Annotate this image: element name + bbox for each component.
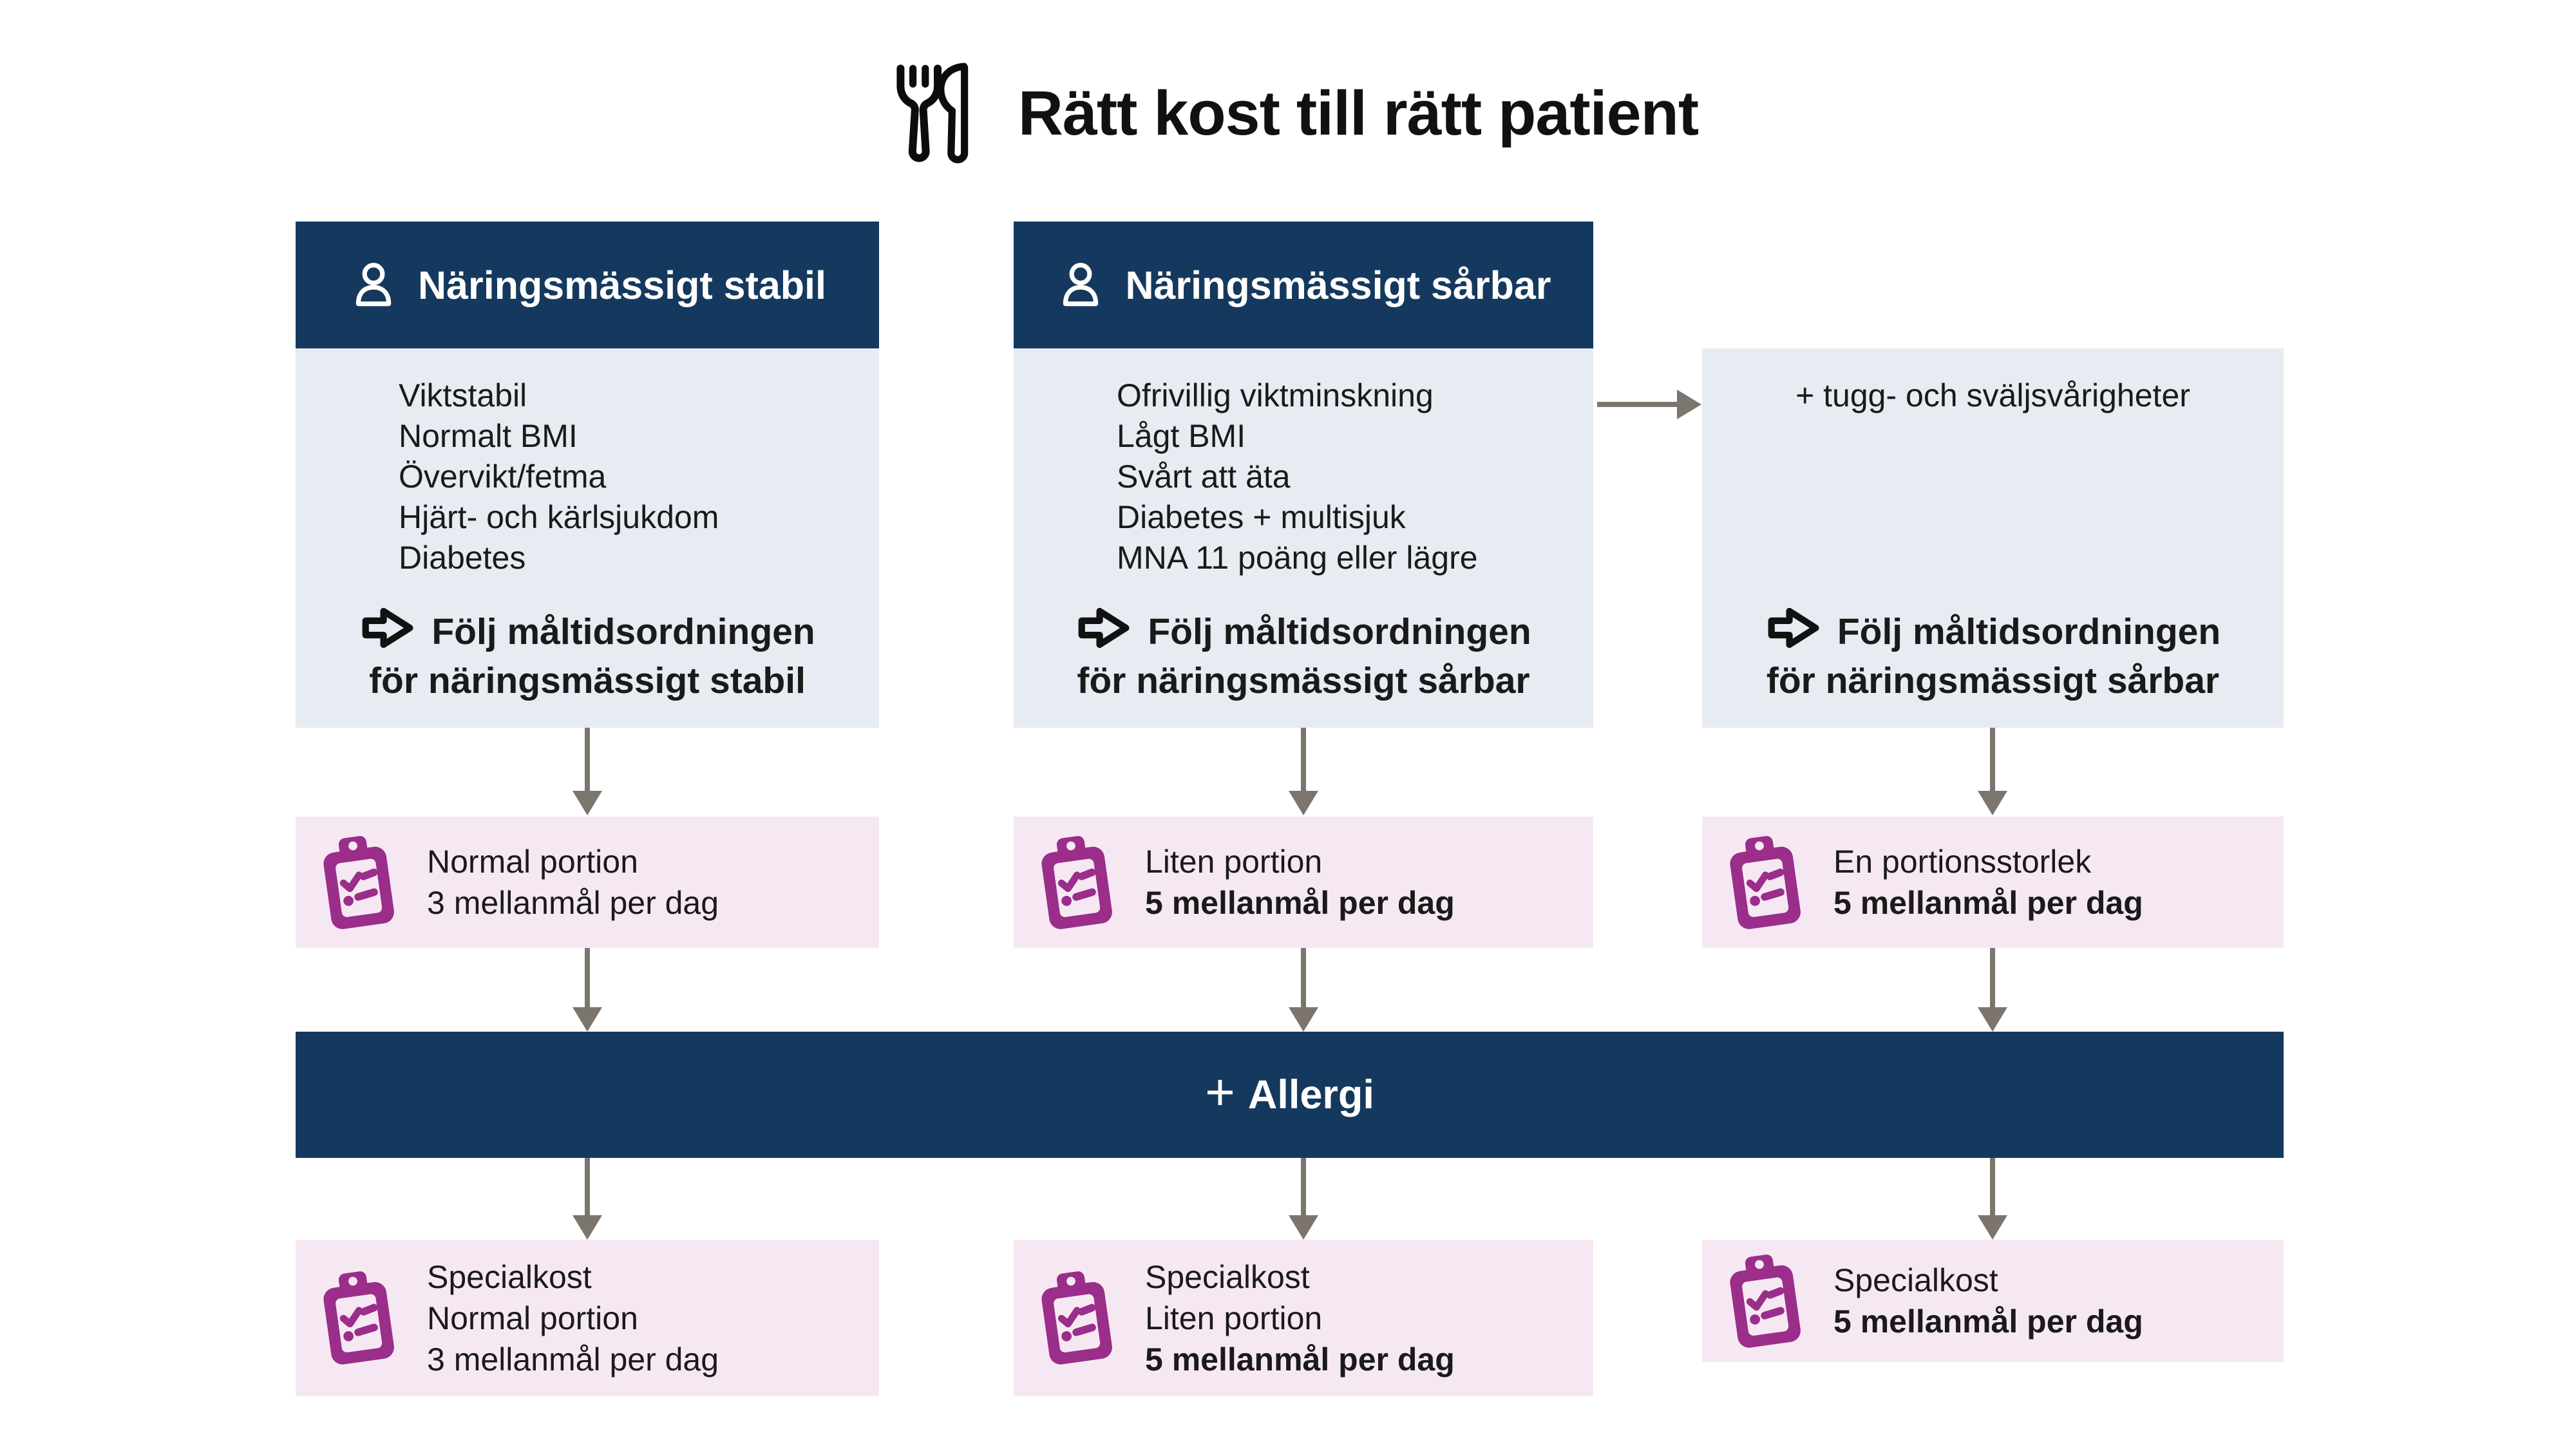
portion-box-tugg-svalj: En portionsstorlek 5 mellanmål per dag: [1702, 817, 2284, 948]
arrow-down-icon: [1990, 948, 1995, 1007]
arrow-right-outline-icon: [359, 603, 417, 661]
arrow-down-icon: [1301, 1158, 1306, 1215]
specialkost-text: Specialkost 5 mellanmål per dag: [1833, 1260, 2143, 1342]
person-icon: [1056, 260, 1106, 310]
specialkost-box-stabil: Specialkost Normal portion 3 mellanmål p…: [296, 1240, 879, 1396]
action-instruction: Följ måltidsordningen för näringsmässigt…: [1721, 603, 2264, 701]
criteria-item: Lågt BMI: [1117, 418, 1246, 454]
clipboard-checklist-icon: [1719, 825, 1810, 940]
clipboard-checklist-icon: [313, 825, 403, 940]
specialkost-text: Specialkost Normal portion 3 mellanmål p…: [427, 1256, 719, 1380]
header-label: Näringsmässigt stabil: [418, 263, 826, 307]
specialkost-box-tugg-svalj: Specialkost 5 mellanmål per dag: [1702, 1240, 2284, 1362]
specialkost-line: Specialkost: [427, 1258, 592, 1295]
criteria-list: Ofrivillig viktminskning Lågt BMI Svårt …: [1117, 375, 1574, 578]
portion-text: Normal portion 3 mellanmål per dag: [427, 841, 719, 923]
arrow-right-sarbar-to-tugg: [1597, 402, 1677, 407]
criteria-item: Övervikt/fetma: [399, 459, 607, 495]
specialkost-line: Liten portion: [1145, 1300, 1323, 1336]
action-line: Följ måltidsordningen: [1837, 611, 2221, 652]
arrow-down-icon: [1301, 728, 1306, 791]
specialkost-line: 3 mellanmål per dag: [427, 1341, 719, 1378]
criteria-item: Hjärt- och kärlsjukdom: [399, 499, 719, 535]
criteria-box-sarbar: Ofrivillig viktminskning Lågt BMI Svårt …: [1014, 348, 1593, 728]
arrow-down-icon: [585, 728, 590, 791]
clipboard-checklist-icon: [1031, 1261, 1121, 1376]
specialkost-box-sarbar: Specialkost Liten portion 5 mellanmål pe…: [1014, 1240, 1593, 1396]
criteria-list: + tugg- och sväljsvårigheter: [1721, 375, 2264, 416]
criteria-item: Viktstabil: [399, 377, 527, 413]
specialkost-line: Normal portion: [427, 1300, 638, 1336]
portion-line: 5 mellanmål per dag: [1145, 885, 1455, 921]
portion-box-stabil: Normal portion 3 mellanmål per dag: [296, 817, 879, 948]
arrow-down-icon: [585, 948, 590, 1007]
specialkost-line: 5 mellanmål per dag: [1145, 1341, 1455, 1378]
criteria-item: Diabetes: [399, 540, 526, 576]
person-icon: [348, 260, 399, 310]
criteria-item: Diabetes + multisjuk: [1117, 499, 1406, 535]
portion-box-sarbar: Liten portion 5 mellanmål per dag: [1014, 817, 1593, 948]
criteria-item: + tugg- och sväljsvårigheter: [1795, 377, 2190, 413]
arrow-down-icon: [1301, 948, 1306, 1007]
clipboard-checklist-icon: [313, 1261, 403, 1376]
action-line: Följ måltidsordningen: [1148, 611, 1531, 652]
portion-text: Liten portion 5 mellanmål per dag: [1145, 841, 1455, 923]
arrow-right-outline-icon: [1075, 603, 1133, 661]
criteria-box-tugg-svalj: + tugg- och sväljsvårigheter Följ måltid…: [1702, 348, 2284, 728]
criteria-item: MNA 11 poäng eller lägre: [1117, 540, 1478, 576]
specialkost-line: 5 mellanmål per dag: [1833, 1303, 2143, 1340]
arrow-down-icon: [1990, 728, 1995, 791]
specialkost-text: Specialkost Liten portion 5 mellanmål pe…: [1145, 1256, 1455, 1380]
action-instruction: Följ måltidsordningen för näringsmässigt…: [315, 603, 860, 701]
header-naringsmassigt-stabil: Näringsmässigt stabil: [296, 222, 879, 348]
page-header: Rätt kost till rätt patient: [0, 59, 2576, 167]
portion-text: En portionsstorlek 5 mellanmål per dag: [1833, 841, 2143, 923]
criteria-item: Svårt att äta: [1117, 459, 1291, 495]
arrow-down-icon: [1990, 1158, 1995, 1215]
allergy-label: Allergi: [1247, 1072, 1374, 1117]
portion-line: 3 mellanmål per dag: [427, 885, 719, 921]
criteria-item: Ofrivillig viktminskning: [1117, 377, 1434, 413]
arrow-down-icon: [585, 1158, 590, 1215]
fork-knife-icon: [878, 59, 992, 167]
portion-line: Normal portion: [427, 844, 638, 880]
criteria-box-stabil: Viktstabil Normalt BMI Övervikt/fetma Hj…: [296, 348, 879, 728]
specialkost-line: Specialkost: [1145, 1258, 1310, 1295]
page-title: Rätt kost till rätt patient: [1018, 78, 1699, 148]
action-line: för näringsmässigt stabil: [369, 660, 806, 701]
allergy-bar: + Allergi: [296, 1032, 2284, 1158]
arrow-right-outline-icon: [1765, 603, 1823, 661]
header-label: Näringsmässigt sårbar: [1125, 263, 1551, 307]
plus-icon: +: [1205, 1063, 1235, 1121]
criteria-item: Normalt BMI: [399, 418, 578, 454]
action-line: för näringsmässigt sårbar: [1077, 660, 1530, 701]
clipboard-checklist-icon: [1719, 1244, 1810, 1358]
action-line: Följ måltidsordningen: [431, 611, 815, 652]
portion-line: Liten portion: [1145, 844, 1323, 880]
clipboard-checklist-icon: [1031, 825, 1121, 940]
portion-line: En portionsstorlek: [1833, 844, 2092, 880]
action-instruction: Följ måltidsordningen för näringsmässigt…: [1033, 603, 1574, 701]
criteria-list: Viktstabil Normalt BMI Övervikt/fetma Hj…: [399, 375, 860, 578]
portion-line: 5 mellanmål per dag: [1833, 885, 2143, 921]
action-line: för näringsmässigt sårbar: [1766, 660, 2220, 701]
header-naringsmassigt-sarbar: Näringsmässigt sårbar: [1014, 222, 1593, 348]
specialkost-line: Specialkost: [1833, 1262, 1998, 1298]
